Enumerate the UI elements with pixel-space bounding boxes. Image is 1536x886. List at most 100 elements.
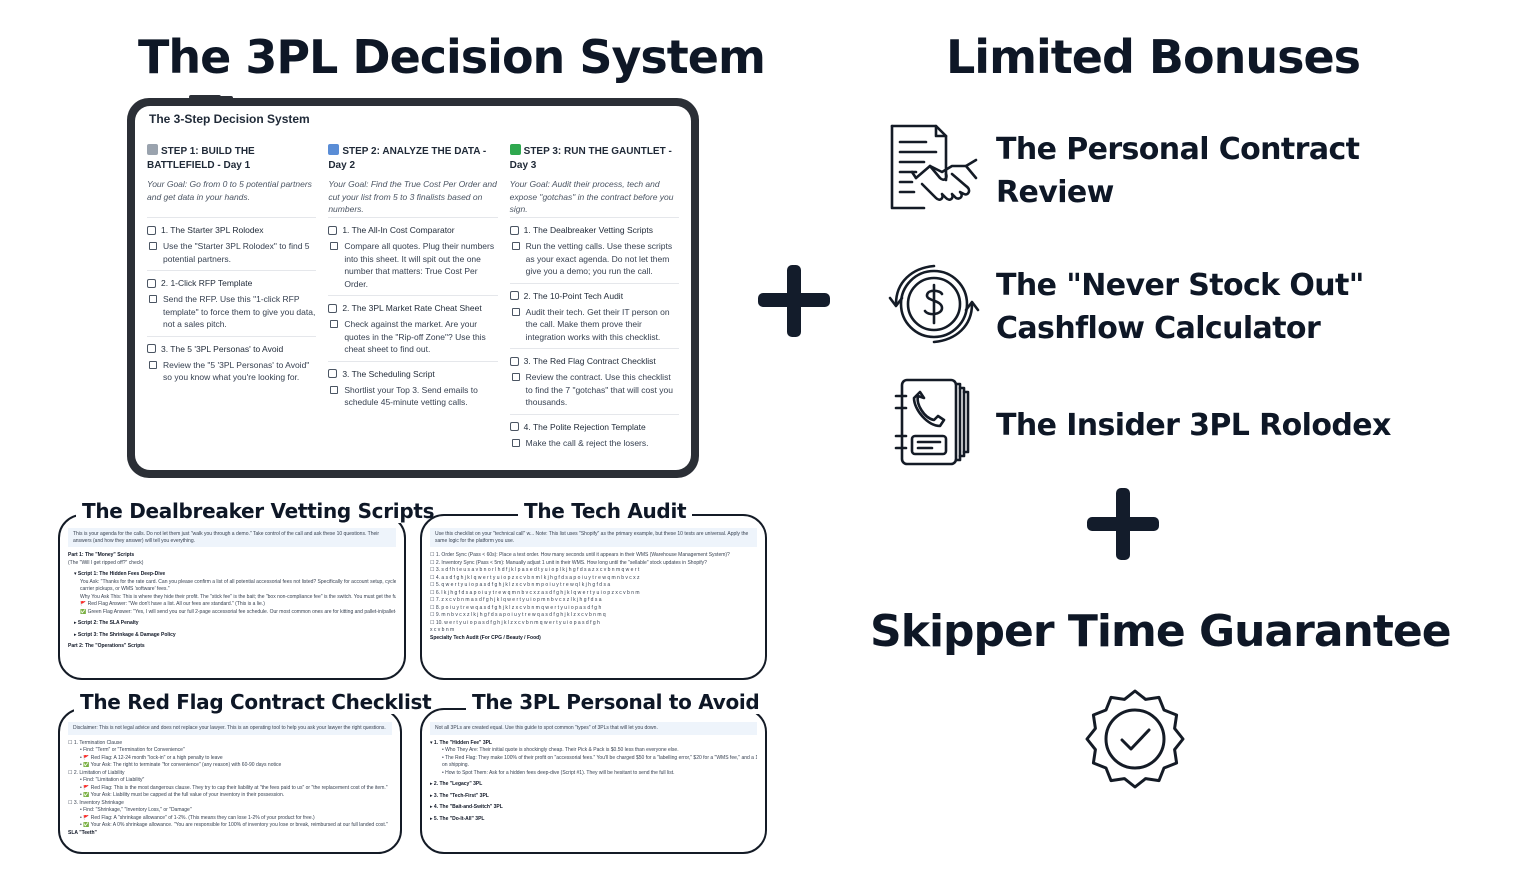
main-title: The 3PL Decision System <box>138 30 766 84</box>
bonus-contract-review: The Personal Contract Review <box>996 132 1360 210</box>
bonuses-title: Limited Bonuses <box>946 30 1361 84</box>
checkbox[interactable] <box>511 242 520 250</box>
checklist-item-title: 4. The Polite Rejection Template <box>523 421 646 432</box>
people-icon <box>147 344 156 353</box>
red-flag-preview-card: Disclaimer: This is not legal advice and… <box>58 708 402 854</box>
card-line: ☐ 1. Termination Clause <box>68 739 123 746</box>
dealbreaker-card-label: The Dealbreaker Vetting Scripts <box>76 499 441 523</box>
checklist-item-body: Shortlist your Top 3. Send emails to sch… <box>344 384 478 408</box>
tablet-mockup: The 3-Step Decision System STEP 1: BUILD… <box>127 95 699 478</box>
card-line: Why You Ask This: This is where they hid… <box>80 593 396 600</box>
card-line: ▸ 5. The "Do-It-All" 3PL <box>430 815 485 822</box>
card-line: ▸ 2. The "Legacy" 3PL <box>430 781 483 787</box>
card-line: ▸ 4. The "Bait-and-Switch" 3PL <box>430 804 503 810</box>
card-line: • 🚩 Red Flag: A 12-24 month "lock-in" or… <box>80 754 223 761</box>
checklist-item-body: Run the vetting calls. Use these scripts… <box>525 241 673 276</box>
checkbox[interactable] <box>330 242 339 250</box>
checkmark-icon <box>509 144 521 155</box>
step-goal: Your Goal: Audit their process, tech and… <box>509 178 679 218</box>
checklist-item-body: Review the contract. Use this checklist … <box>525 372 673 407</box>
card-line: ▾ Script 1: The Hidden Fees Deep-Dive <box>74 571 166 577</box>
red-flag-card-label: The Red Flag Contract Checklist <box>74 690 438 714</box>
inbox-icon <box>328 369 338 378</box>
tech-audit-preview-card: Use this checklist on your "technical ca… <box>420 514 767 680</box>
card-line: x c v b n m <box>430 627 455 633</box>
card-line: (The "Will I get ripped off?" check) <box>68 559 144 566</box>
plus-icon <box>1087 488 1159 560</box>
card-line: You Ask: "Thanks for the rate card. Can … <box>80 578 396 585</box>
card-line: ▾ 1. The "Hidden Fee" 3PL <box>430 739 492 746</box>
checklist-item-body: Review the "5 '3PL Personas' to Avoid" s… <box>163 359 310 383</box>
microphone-icon <box>509 225 519 235</box>
plus-icon <box>758 265 830 337</box>
checklist-item-body: Compare all quotes. Plug their numbers i… <box>344 241 495 289</box>
checkbox[interactable] <box>511 307 520 316</box>
checklist-item-title: 2. 1-Click RFP Template <box>161 278 253 288</box>
checkbox[interactable] <box>511 438 520 447</box>
card-line: Specialty Tech Audit (For CPG / Beauty /… <box>430 634 541 641</box>
card-line: • 🚩 Red Flag: This is the most dangerous… <box>80 784 388 791</box>
card-note: This is your agenda for the calls. Do no… <box>68 528 396 547</box>
persona-preview-card: Not all 3PLs are created equal. Use this… <box>420 708 767 854</box>
decision-system-title: The 3-Step Decision System <box>149 112 310 126</box>
checklist-item-title: 1. The All-In Cost Comparator <box>342 225 455 235</box>
card-line: on shipping. <box>442 762 469 768</box>
card-line: ☐ 9. m n b v c x z l k j h g f d s a p o… <box>430 612 606 618</box>
card-line: ☐ 2. Inventory Sync (Pass < 5m): Manuall… <box>430 559 707 566</box>
phone-book-icon <box>894 378 970 466</box>
persona-card-label: The 3PL Personal to Avoid <box>466 690 766 714</box>
checklist-item-title: 2. The 3PL Market Rate Cheat Sheet <box>342 303 482 313</box>
checkbox[interactable] <box>511 373 520 381</box>
card-line: • 🚩 Red Flag: A "shrinkage allowance" of… <box>80 814 315 821</box>
card-line: ☐ 4. a s d f g h j k l q w e r t y u i o… <box>430 574 640 581</box>
guarantee-badge-icon <box>1085 689 1185 789</box>
magnifier-icon <box>147 144 158 155</box>
card-line: SLA "Teeth" <box>68 829 97 836</box>
checkbox[interactable] <box>149 242 157 250</box>
checklist-item-body: Make the call & reject the losers. <box>525 437 649 448</box>
card-line: ☐ 6. l k j h g f d s a p o i u y t r e w… <box>430 589 640 596</box>
checkbox[interactable] <box>330 320 339 328</box>
checkbox[interactable] <box>149 295 157 303</box>
card-line: Part 2: The "Operations" Scripts <box>68 643 145 649</box>
dollar-cycle-icon <box>888 264 980 344</box>
card-line: ☐ 8. p o i u y t r e w q a s d f g h j k… <box>430 604 602 611</box>
steps-columns: STEP 1: BUILD THE BATTLEFIELD - Day 1 You… <box>147 144 679 449</box>
guarantee-title: Skipper Time Guarantee <box>870 606 1452 657</box>
step-heading: STEP 1: BUILD THE BATTLEFIELD - Day 1 <box>147 144 255 171</box>
checklist-item-body: Use the "Starter 3PL Rolodex" to find 5 … <box>163 241 310 264</box>
checkbox[interactable] <box>330 385 339 394</box>
card-line: ☐ 3. s d f h t e u s a v b n o r l h d f… <box>430 567 640 573</box>
step-heading: STEP 2: ANALYZE THE DATA - Day 2 <box>328 144 487 171</box>
contract-handshake-icon <box>890 124 978 210</box>
step-heading: STEP 3: RUN THE GAUNTLET - Day 3 <box>509 144 672 171</box>
checkbox[interactable] <box>149 360 157 369</box>
checklist-item-body: Send the RFP. Use this "1-click RFP temp… <box>163 294 316 329</box>
card-line: ✅ Green Flag Answer: "Yes, I will send y… <box>80 608 396 615</box>
step-goal: Your Goal: Find the True Cost Per Order … <box>328 178 498 218</box>
card-line: ▸ Script 3: The Shrinkage & Damage Polic… <box>74 631 176 638</box>
thumbs-up-icon <box>509 291 519 300</box>
card-line: • Find: "Shrinkage," "Inventory Loss," o… <box>80 807 192 813</box>
card-line: • ✅ Your Ask: A 0% shrinkage allowance. … <box>80 822 388 828</box>
checklist-item-title: 3. The Scheduling Script <box>342 368 435 379</box>
card-line: • Who They Are: Their initial quote is s… <box>442 747 679 753</box>
card-note: Use this checklist on your "technical ca… <box>430 528 757 547</box>
checklist-item-title: 1. The Dealbreaker Vetting Scripts <box>523 225 653 235</box>
card-line: 🚩 Red Flag Answer: "We don't have a list… <box>80 601 265 607</box>
sheet-icon <box>328 303 338 313</box>
card-line: • ✅ Your Ask: The right to terminate "fo… <box>80 762 282 768</box>
card-line: ☐ 3. Inventory Shrinkage <box>68 799 124 806</box>
card-line: • Find: "Term" or "Termination for Conve… <box>80 747 185 753</box>
card-line: ▸ Script 2: The SLA Penalty <box>74 620 139 626</box>
card-line: ☐ 2. Limitation of Liability <box>68 769 125 776</box>
card-line: Part 1: The "Money" Scripts <box>68 552 135 558</box>
